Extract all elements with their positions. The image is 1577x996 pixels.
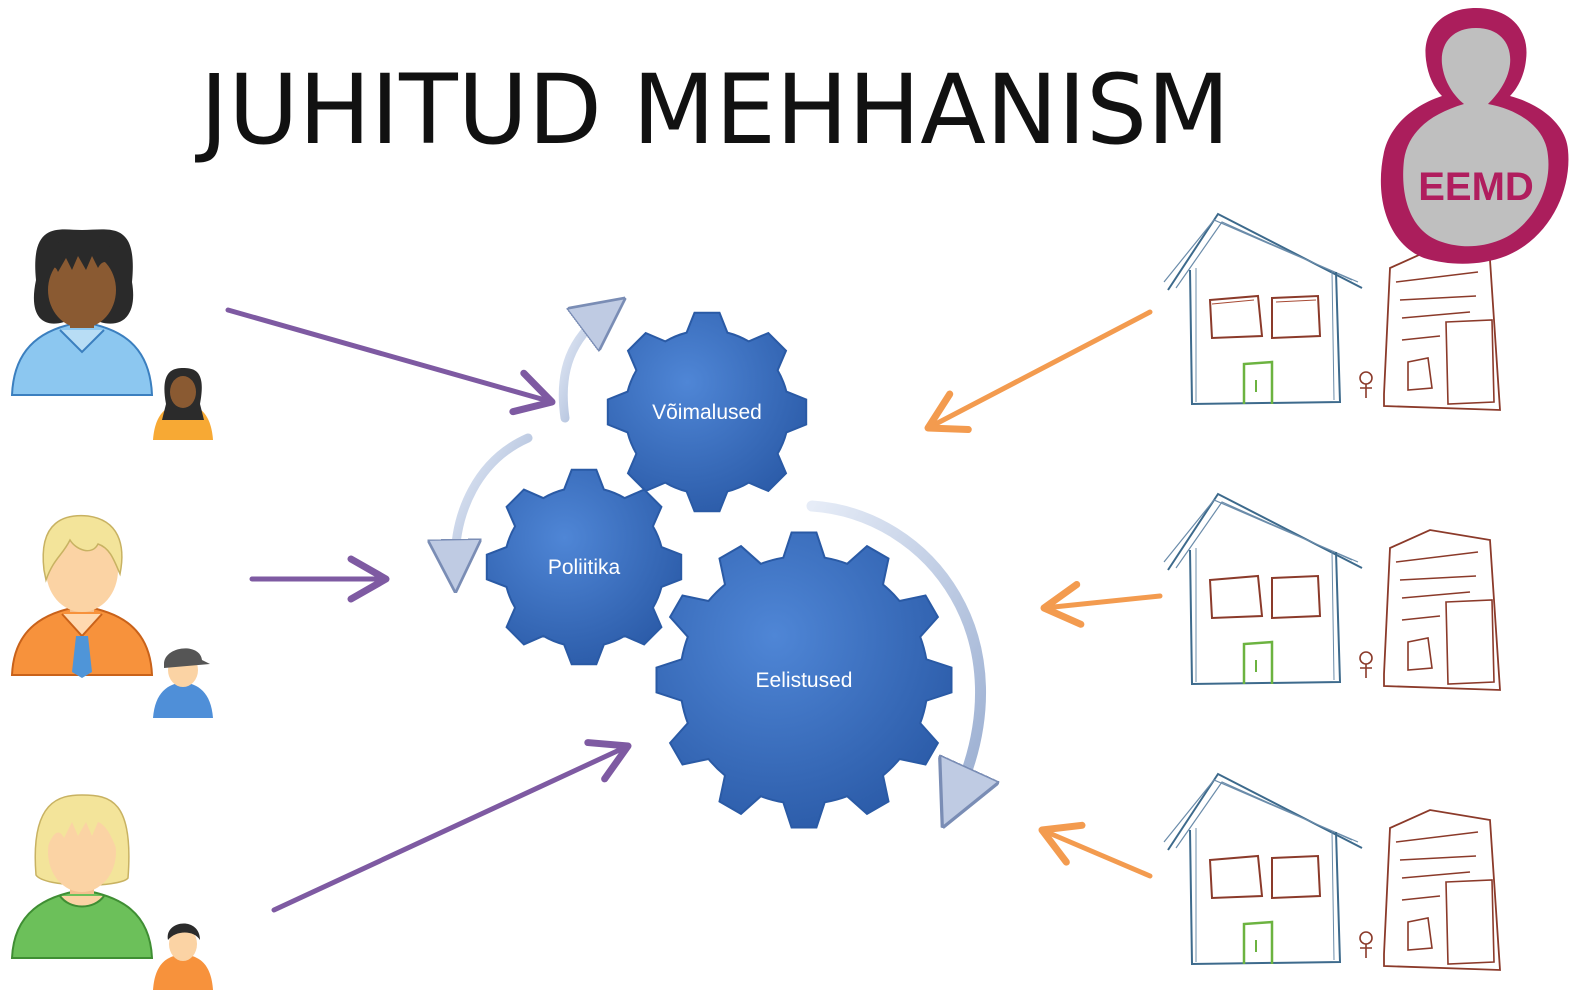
eemd-logo: EEMD [1380,8,1569,264]
gear-voimalused-label: Võimalused [652,401,762,424]
gear-voimalused: Võimalused [606,311,808,513]
house-2-arrow [1040,581,1163,628]
gear-eelistused-label: Eelistused [756,669,853,692]
gear-poliitika: Poliitika [485,468,683,666]
house-1-arrow [924,309,1153,434]
child-3-icon [153,923,213,990]
child-2-icon [153,648,213,718]
person-1-icon [10,229,154,396]
page-title: JUHITUD MEHHANISM [200,54,1230,166]
cycle-arrow-right [806,500,981,798]
gear-poliitika-label: Poliitika [548,556,621,579]
house-3-arrow [1038,821,1153,879]
house-sketch-3-icon [1163,772,1501,971]
house-sketch-1-icon [1163,212,1501,411]
person-3-icon [10,794,154,959]
person-1-arrow [225,307,556,416]
cycle-arrow-top [558,314,604,423]
child-1-icon [153,368,213,440]
cycle-arrow-left [455,433,533,566]
person-2-icon [10,514,154,678]
person-3-arrow [271,739,632,913]
logo-text: EEMD [1418,165,1534,209]
house-sketch-2-icon [1163,492,1501,691]
gear-eelistused: Eelistused [655,531,953,829]
